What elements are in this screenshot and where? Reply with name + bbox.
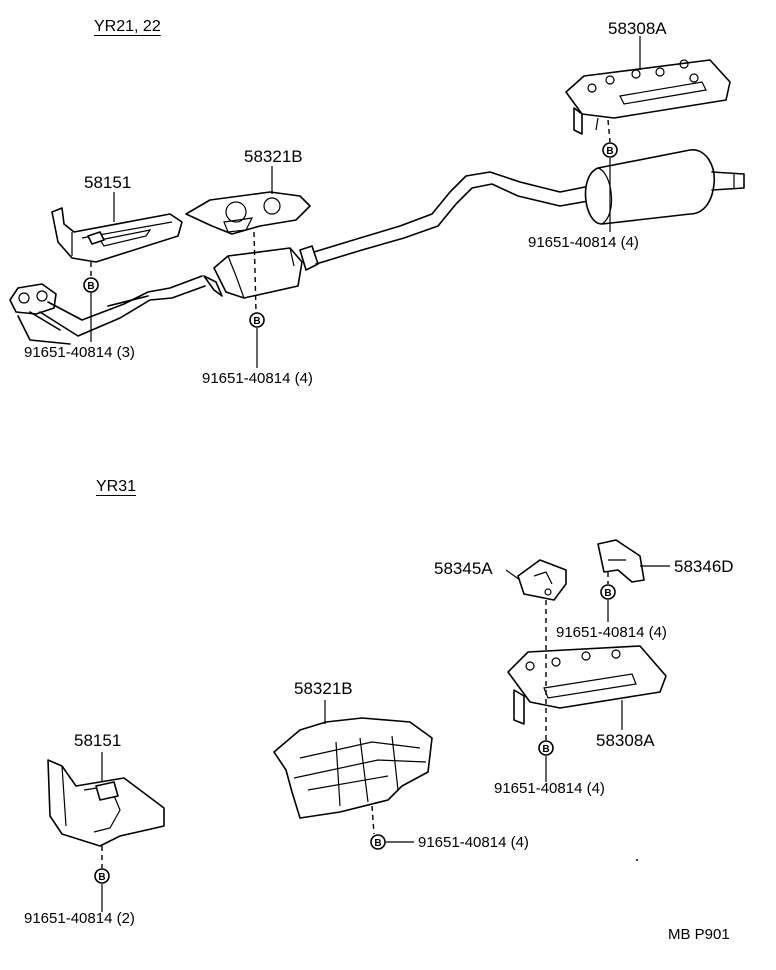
svg-text:B: B (98, 872, 105, 883)
bolt-marker-center: B (249, 312, 265, 328)
bolt-marker-58151-lower: B (94, 868, 110, 884)
leader-58345a (505, 569, 521, 581)
diagram-code: MB P901 (668, 926, 730, 943)
bolt-marker-rear: B (602, 142, 618, 158)
part-label-58345a: 58345A (434, 559, 493, 578)
bracket-58345a (517, 559, 567, 601)
bolt-marker-front: B (83, 277, 99, 293)
part-label-58308a-lower: 58308A (596, 731, 655, 750)
heat-insulator-58151-upper (51, 207, 183, 263)
heat-insulator-58308a-upper (565, 59, 731, 135)
svg-text:B: B (604, 588, 611, 599)
bolt-marker-58308a-lower: B (538, 740, 554, 756)
svg-text:B: B (87, 281, 94, 292)
svg-text:B: B (606, 146, 613, 157)
heat-insulator-58321b-lower (273, 717, 433, 819)
bolt-marker-58321b-lower: B (370, 834, 386, 850)
bolt-label-front: 91651-40814 (3) (24, 344, 135, 361)
part-label-58321b-upper: 58321B (244, 147, 303, 166)
svg-text:B: B (542, 744, 549, 755)
part-label-58321b-lower: 58321B (294, 679, 353, 698)
print-speck (636, 859, 638, 861)
exhaust-pipe-assembly (9, 149, 745, 345)
heat-insulator-58321b-upper (185, 191, 311, 235)
svg-text:B: B (253, 316, 260, 327)
bolt-label-brackets: 91651-40814 (4) (556, 624, 667, 641)
heat-insulator-58308a-lower (507, 645, 667, 725)
guide-58308a-upper (607, 119, 611, 143)
section-title-yr21-22: YR21, 22 (94, 18, 161, 35)
guide-58321b-upper (253, 231, 257, 313)
bracket-58346d (597, 539, 645, 583)
part-label-58308a-upper: 58308A (608, 19, 667, 38)
bolt-marker-brackets: B (600, 584, 616, 600)
heat-insulator-58151-lower (47, 759, 165, 847)
section-title-yr31: YR31 (96, 478, 137, 495)
bolt-label-58308a-lower: 91651-40814 (4) (494, 780, 605, 797)
part-label-58151-lower: 58151 (74, 731, 122, 750)
bolt-label-58151-lower: 91651-40814 (2) (24, 910, 135, 927)
guide-58321b-lower (371, 805, 375, 835)
bolt-label-rear: 91651-40814 (4) (528, 234, 639, 251)
bolt-label-center: 91651-40814 (4) (202, 370, 313, 387)
part-label-58346d: 58346D (674, 557, 734, 576)
part-label-58151-upper: 58151 (84, 173, 132, 192)
svg-text:B: B (374, 838, 381, 849)
bolt-label-58321b-lower: 91651-40814 (4) (418, 834, 529, 851)
